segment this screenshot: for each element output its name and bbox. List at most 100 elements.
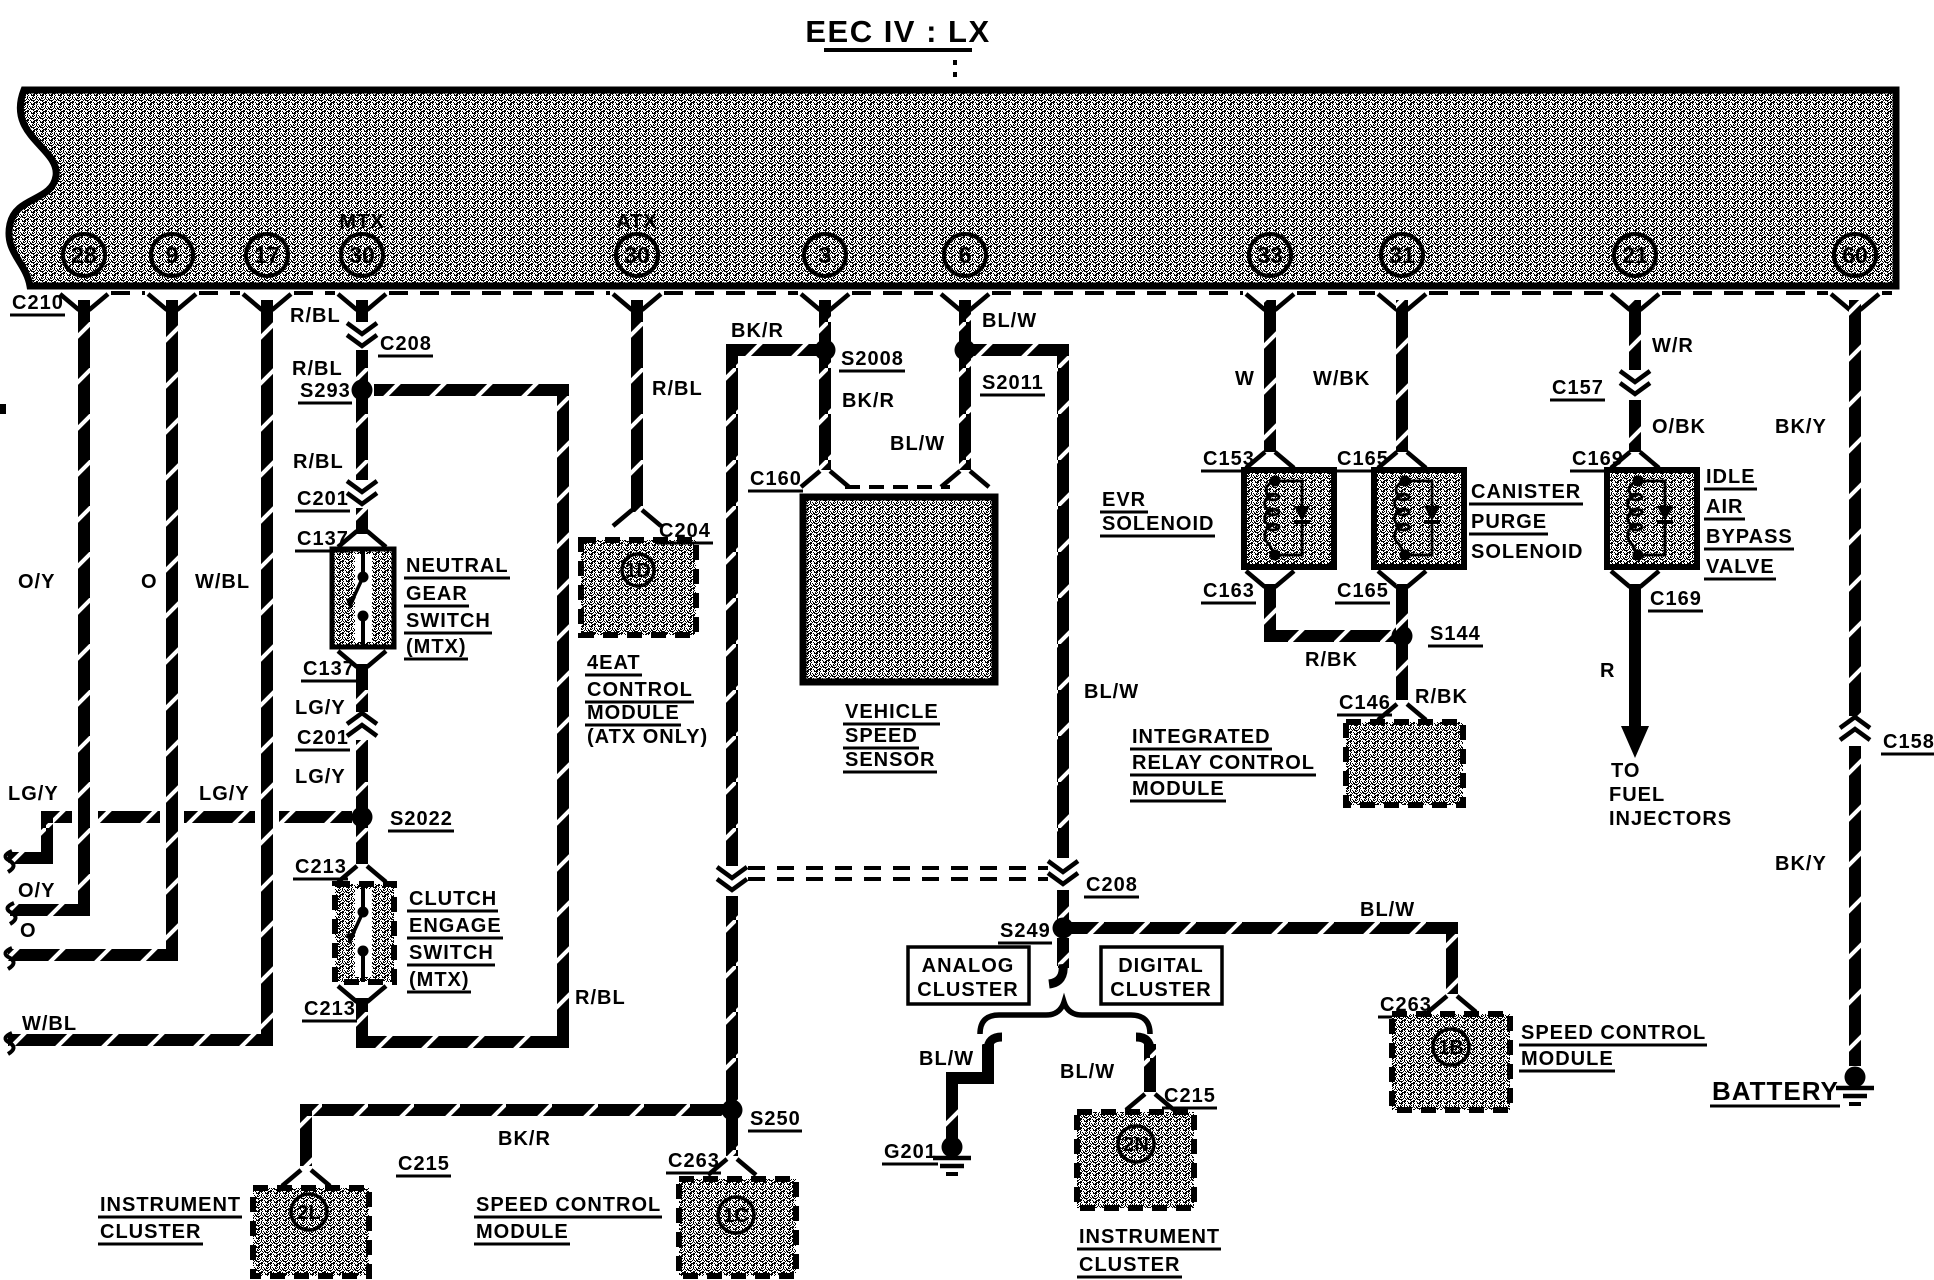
svg-text:MODULE: MODULE (476, 1221, 569, 1243)
svg-text:O/Y: O/Y (18, 880, 55, 902)
svg-text:S2022: S2022 (390, 808, 453, 830)
svg-text:SWITCH: SWITCH (406, 610, 491, 632)
svg-text:SOLENOID: SOLENOID (1102, 513, 1214, 535)
svg-text:R/BL: R/BL (292, 358, 343, 380)
svg-text:(MTX): (MTX) (409, 969, 470, 991)
svg-text:CLUSTER: CLUSTER (1110, 979, 1211, 1001)
svg-text:C210: C210 (12, 292, 64, 314)
svg-text:O: O (141, 571, 158, 593)
svg-text:4EAT: 4EAT (587, 652, 641, 674)
svg-text:C208: C208 (380, 333, 432, 355)
svg-text:C263: C263 (1380, 994, 1432, 1016)
svg-text:C153: C153 (1203, 448, 1255, 470)
svg-text:PURGE: PURGE (1471, 511, 1547, 533)
svg-text:C213: C213 (295, 856, 347, 878)
svg-text:BK/R: BK/R (498, 1128, 551, 1150)
svg-text:BL/W: BL/W (1060, 1061, 1115, 1083)
svg-text:S249: S249 (1000, 920, 1051, 942)
svg-text:33: 33 (1257, 242, 1283, 268)
svg-text:O: O (20, 920, 37, 942)
svg-text:TO: TO (1611, 760, 1640, 782)
svg-text:C213: C213 (304, 998, 356, 1020)
svg-text:ATX: ATX (616, 211, 658, 233)
svg-text:O/Y: O/Y (18, 571, 55, 593)
svg-text:SPEED: SPEED (845, 725, 918, 747)
svg-text:SENSOR: SENSOR (845, 749, 935, 771)
svg-text:3: 3 (819, 242, 832, 268)
svg-text:MODULE: MODULE (1132, 778, 1225, 800)
svg-text:EVR: EVR (1102, 489, 1146, 511)
svg-text:SPEED CONTROL: SPEED CONTROL (476, 1194, 661, 1216)
svg-text:DIGITAL: DIGITAL (1118, 955, 1204, 977)
svg-text:R/BK: R/BK (1415, 686, 1468, 708)
svg-text:ENGAGE: ENGAGE (409, 915, 502, 937)
svg-text:INSTRUMENT: INSTRUMENT (100, 1194, 241, 1216)
svg-text:C201: C201 (297, 488, 349, 510)
svg-text:S250: S250 (750, 1108, 801, 1130)
svg-text:R/BL: R/BL (290, 305, 341, 327)
svg-text:C204: C204 (659, 520, 711, 542)
svg-text:BL/W: BL/W (890, 433, 945, 455)
svg-text:G201: G201 (884, 1141, 937, 1163)
svg-text:NEUTRAL: NEUTRAL (406, 555, 509, 577)
svg-text:BATTERY: BATTERY (1712, 1076, 1839, 1106)
svg-text:BK/R: BK/R (731, 320, 784, 342)
svg-text:C158: C158 (1883, 731, 1934, 753)
svg-text:LG/Y: LG/Y (295, 697, 346, 719)
svg-text:17: 17 (254, 242, 280, 268)
svg-text:R/BK: R/BK (1305, 649, 1358, 671)
svg-text:SPEED CONTROL: SPEED CONTROL (1521, 1022, 1706, 1044)
svg-text:31: 31 (1389, 242, 1415, 268)
svg-text:SOLENOID: SOLENOID (1471, 541, 1583, 563)
svg-text:BK/R: BK/R (842, 390, 895, 412)
svg-text:W/BK: W/BK (1313, 368, 1370, 390)
svg-text:R/BL: R/BL (575, 987, 626, 1009)
svg-text:INSTRUMENT: INSTRUMENT (1079, 1226, 1220, 1248)
svg-text:CLUSTER: CLUSTER (917, 979, 1018, 1001)
svg-text:IDLE: IDLE (1706, 466, 1756, 488)
svg-text:C160: C160 (750, 468, 802, 490)
svg-text:R: R (1600, 660, 1615, 682)
svg-text:30: 30 (349, 242, 375, 268)
svg-text:2L: 2L (297, 1202, 320, 1224)
svg-text:MODULE: MODULE (1521, 1048, 1614, 1070)
svg-text:C165: C165 (1337, 448, 1389, 470)
svg-text:W/BL: W/BL (195, 571, 250, 593)
svg-text:S2011: S2011 (982, 372, 1044, 394)
svg-text:CLUSTER: CLUSTER (1079, 1254, 1180, 1276)
svg-text:C169: C169 (1572, 448, 1624, 470)
svg-text:C146: C146 (1339, 692, 1391, 714)
svg-text:(MTX): (MTX) (406, 636, 467, 658)
svg-text:9: 9 (166, 242, 179, 268)
svg-text:INJECTORS: INJECTORS (1609, 808, 1732, 830)
svg-text:VEHICLE: VEHICLE (845, 701, 939, 723)
svg-text:C157: C157 (1552, 377, 1604, 399)
svg-text:VALVE: VALVE (1706, 556, 1775, 578)
svg-text:W: W (1235, 368, 1255, 390)
svg-text:C137: C137 (297, 528, 349, 550)
svg-text:S144: S144 (1430, 623, 1481, 645)
svg-text:30: 30 (624, 242, 650, 268)
svg-text:ANALOG: ANALOG (922, 955, 1015, 977)
svg-text:R/BL: R/BL (293, 451, 344, 473)
svg-text:2N: 2N (1123, 1134, 1149, 1156)
svg-text:LG/Y: LG/Y (8, 783, 59, 805)
svg-text:C215: C215 (398, 1153, 450, 1175)
svg-text:BL/W: BL/W (982, 310, 1037, 332)
svg-text:BL/W: BL/W (1084, 681, 1139, 703)
svg-text:O/BK: O/BK (1652, 416, 1706, 438)
svg-text:S293: S293 (300, 380, 351, 402)
svg-text:MODULE: MODULE (587, 702, 680, 724)
svg-text:MTX: MTX (339, 211, 384, 233)
svg-text:6: 6 (959, 242, 972, 268)
svg-text:C165: C165 (1337, 580, 1389, 602)
svg-text:S2008: S2008 (841, 348, 904, 370)
svg-text:28: 28 (71, 242, 97, 268)
svg-text:R/BL: R/BL (652, 378, 703, 400)
svg-text:BYPASS: BYPASS (1706, 526, 1793, 548)
svg-text:1C: 1C (723, 1205, 749, 1227)
svg-text:GEAR: GEAR (406, 583, 468, 605)
svg-text:AIR: AIR (1706, 496, 1743, 518)
svg-text:W/BL: W/BL (22, 1013, 77, 1035)
svg-text:INTEGRATED: INTEGRATED (1132, 726, 1271, 748)
